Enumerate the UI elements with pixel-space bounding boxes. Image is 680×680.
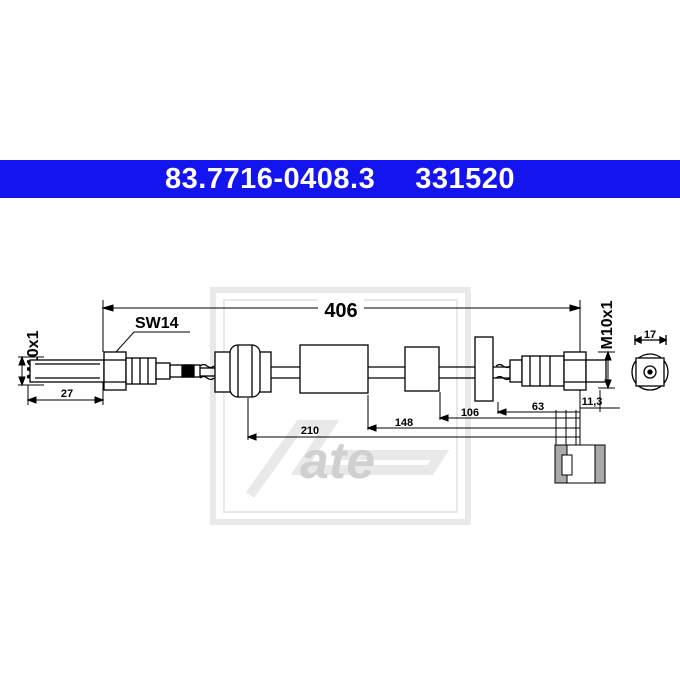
thread-right-label: M10x1 [599,300,616,349]
left-thread-dim-lines [18,355,105,405]
pos-63-label: 63 [532,401,544,413]
pos-106-label: 106 [461,407,479,419]
reference-number: 331520 [415,162,515,195]
offset-label: 11,3 [582,396,603,408]
end-view-width-label: 17 [644,329,656,341]
left-fitting-length-label: 27 [61,388,73,400]
header-banner: 83.7716-0408.3 331520 [0,160,680,198]
ate-watermark-logo: ate [210,287,471,525]
left-fitting [29,351,201,391]
right-thread-dim-lines [598,350,615,390]
wrench-size-label: SW14 [135,315,179,332]
position-dim-lines [246,390,620,460]
svg-text:ate: ate [300,432,375,490]
pos-210-label: 210 [301,425,319,437]
bracket-detail [554,410,606,484]
right-fitting [509,351,607,391]
pos-148-label: 148 [395,417,413,429]
part-number: 83.7716-0408.3 [165,162,376,195]
hose-body [199,336,511,402]
end-view [631,335,669,391]
total-length-label: 406 [324,300,357,322]
